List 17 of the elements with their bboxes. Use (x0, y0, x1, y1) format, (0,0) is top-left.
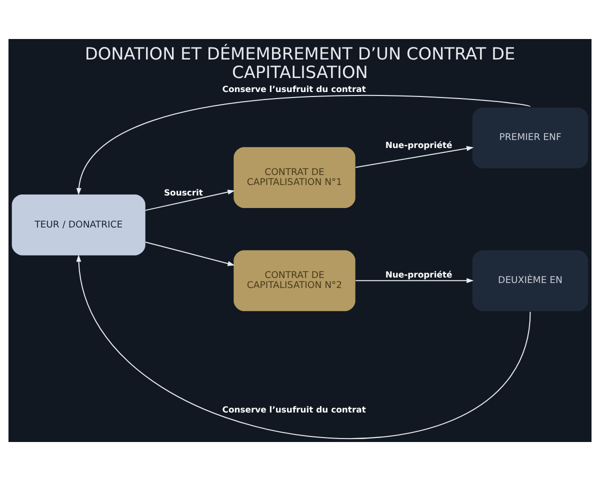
arrow (76, 94, 530, 195)
arrow (145, 241, 235, 266)
arrow (356, 146, 474, 168)
node-box: CONTRAT DE CAPITALISATION N°1 (234, 146, 356, 208)
edge-label: Conserve l’usufruit du contrat (222, 404, 366, 414)
diagram-title: DONATION ET DÉMEMBREMENT D’UN CONTRAT DE CAPITALISATION (84, 42, 516, 82)
edge-label: Conserve l’usufruit du contrat (222, 84, 366, 94)
node-box: TEUR / DONATRICE (12, 194, 146, 255)
node-box: DEUXIÈME EN (472, 250, 588, 311)
edge-label: Souscrit (164, 186, 203, 197)
arrow (76, 254, 531, 438)
arrow (145, 189, 235, 210)
edge-label: Nue-propriété (385, 268, 452, 279)
arrow (356, 278, 474, 283)
edge-label: Nue-propriété (385, 140, 452, 150)
node-box: CONTRAT DE CAPITALISATION N°2 (234, 250, 356, 311)
node-box: PREMIER ENF (472, 106, 588, 168)
